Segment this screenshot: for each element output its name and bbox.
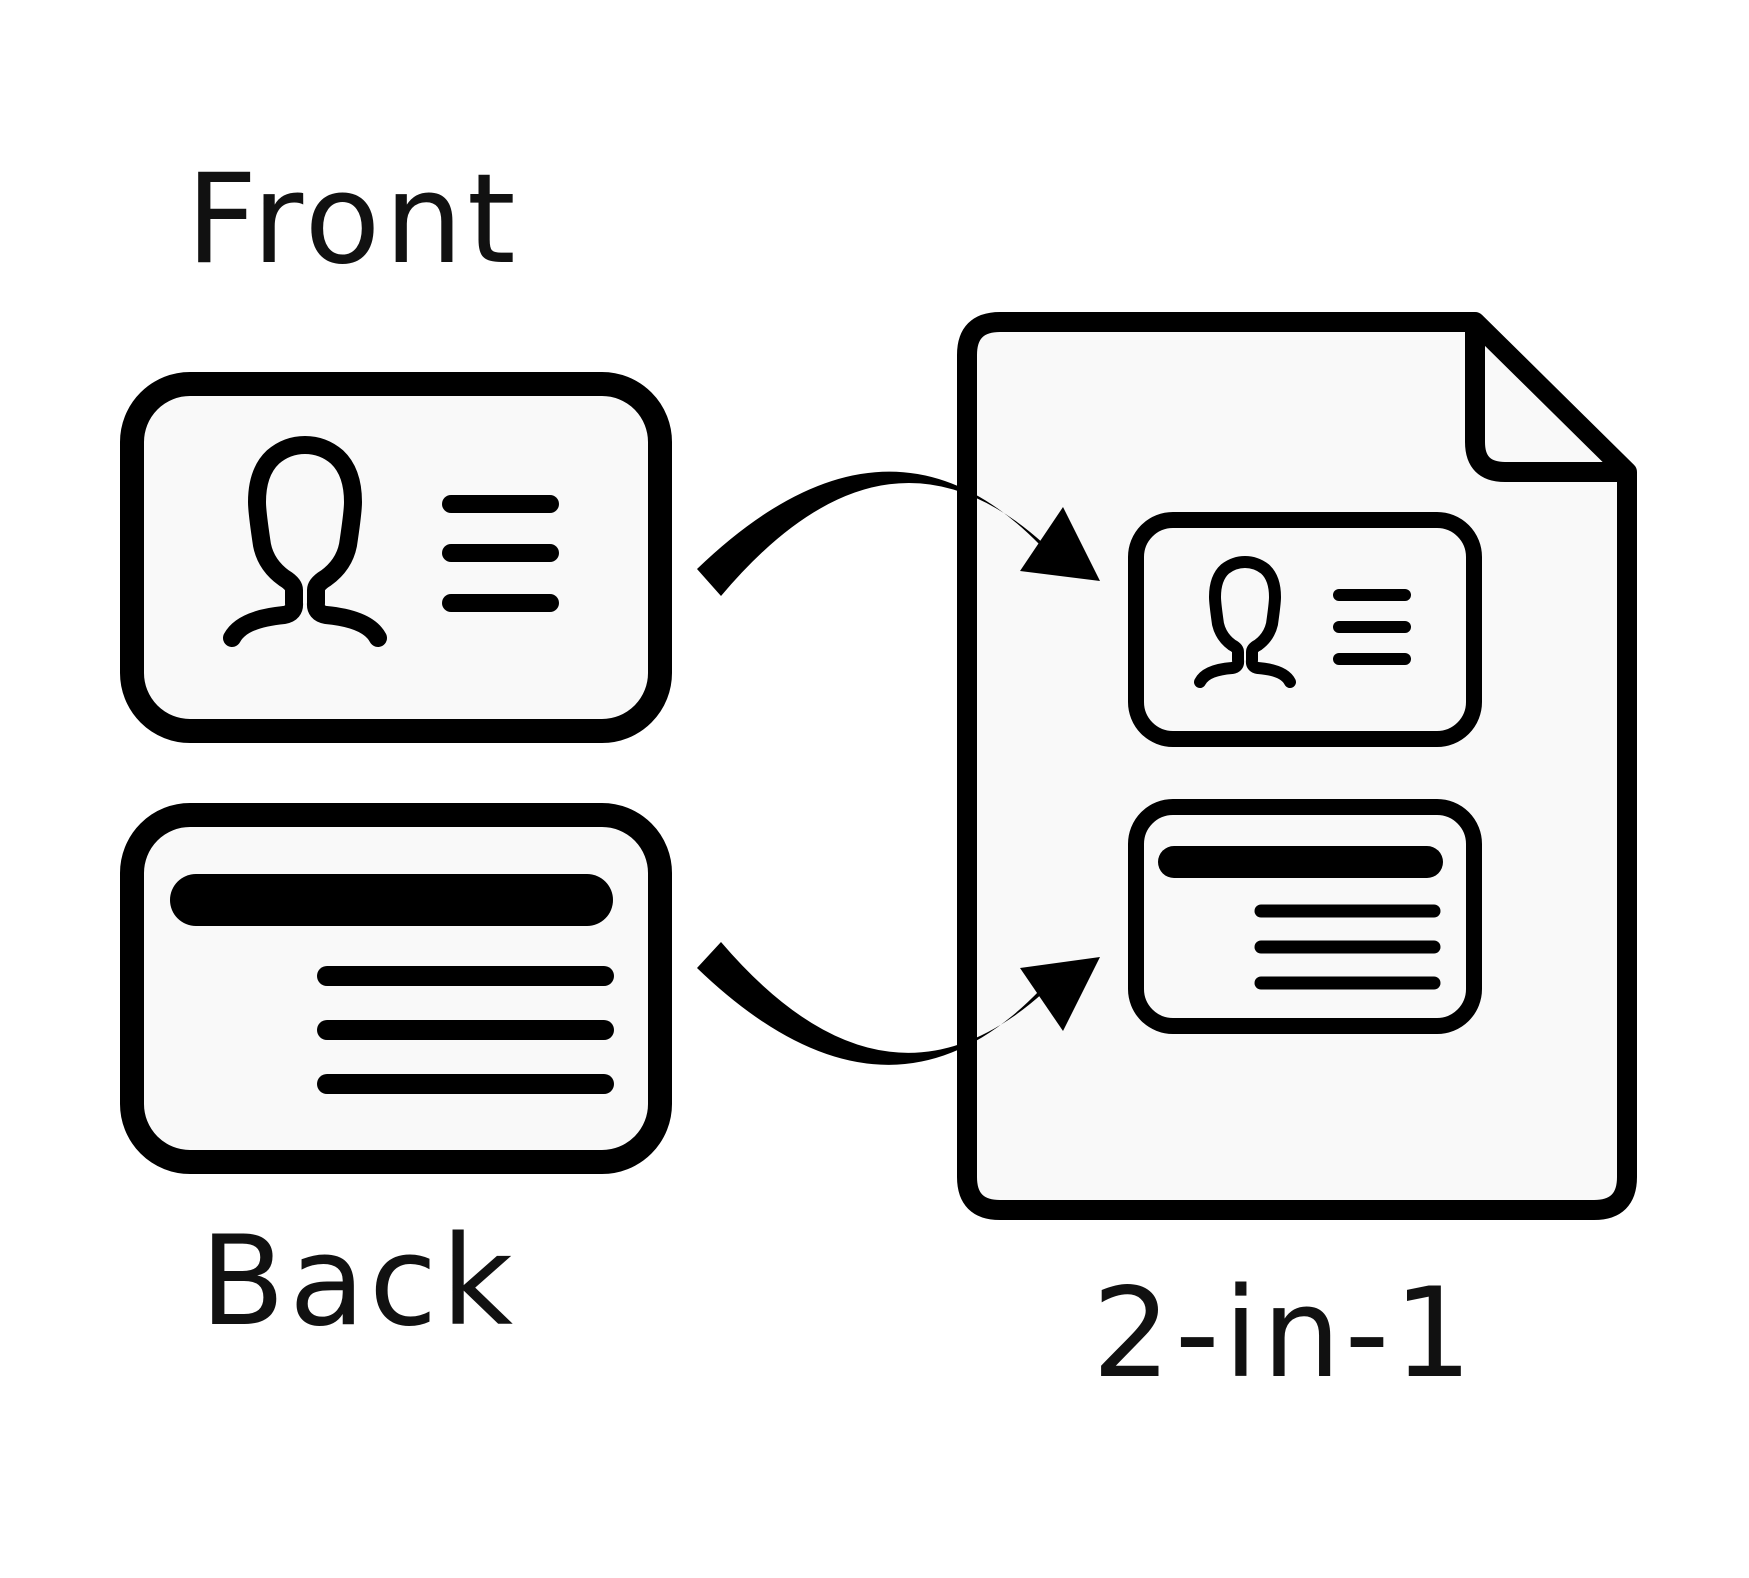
id-card-front-icon [120,372,672,743]
page-fold-corner [1465,322,1627,482]
page-front-card [1128,512,1482,747]
id-card-back-icon [120,803,672,1174]
curved-arrow-top-icon [697,471,1100,596]
curved-arrow-bottom-icon [697,942,1100,1065]
back-label: Back [200,1210,518,1354]
output-label: 2-in-1 [1092,1262,1477,1406]
person-icon [223,436,387,647]
document-page-icon [957,312,1637,1220]
page-back-card [1128,799,1482,1034]
person-icon-small [1194,556,1296,688]
front-label: Front [186,148,520,292]
